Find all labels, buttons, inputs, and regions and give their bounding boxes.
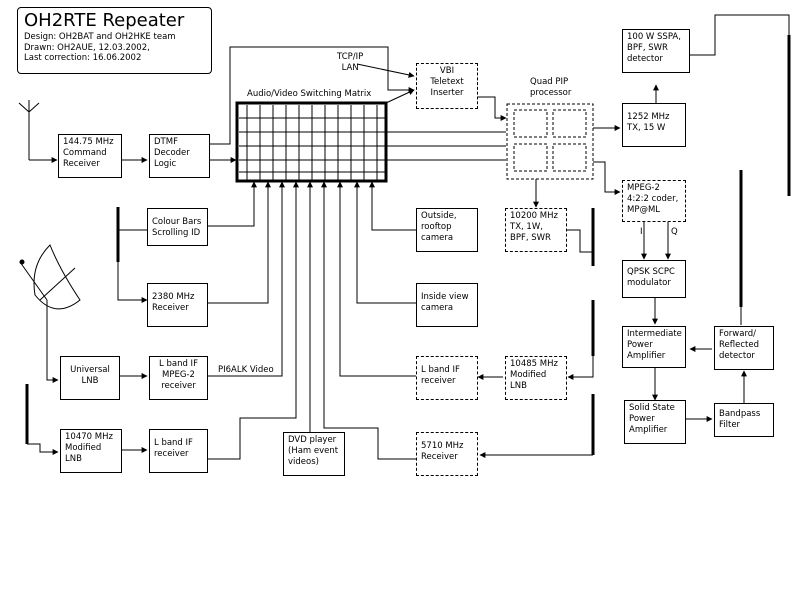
diagram-title: OH2RTE Repeater [24,10,185,31]
matrix-label: Audio/Video Switching Matrix [247,89,372,99]
switching-matrix-grid [235,101,388,183]
satellite-dish-icon [19,244,81,370]
pi6alk-label: PI6ALK Video [218,365,274,375]
quad-pip-box [506,103,594,180]
antenna-bars-icon [25,35,791,455]
credit-last-correction: Last correction: 16.06.2002 [24,53,142,63]
vhf-antenna-icon [18,100,40,160]
credit-drawn: Drawn: OH2AUE, 12.03.2002, [24,42,150,53]
title-box: OH2RTE Repeater Design: OH2BAT and OH2HK… [17,7,212,74]
i-label: I [640,227,643,237]
q-label: Q [671,227,678,237]
credit-design: Design: OH2BAT and OH2HKE team [24,32,176,42]
